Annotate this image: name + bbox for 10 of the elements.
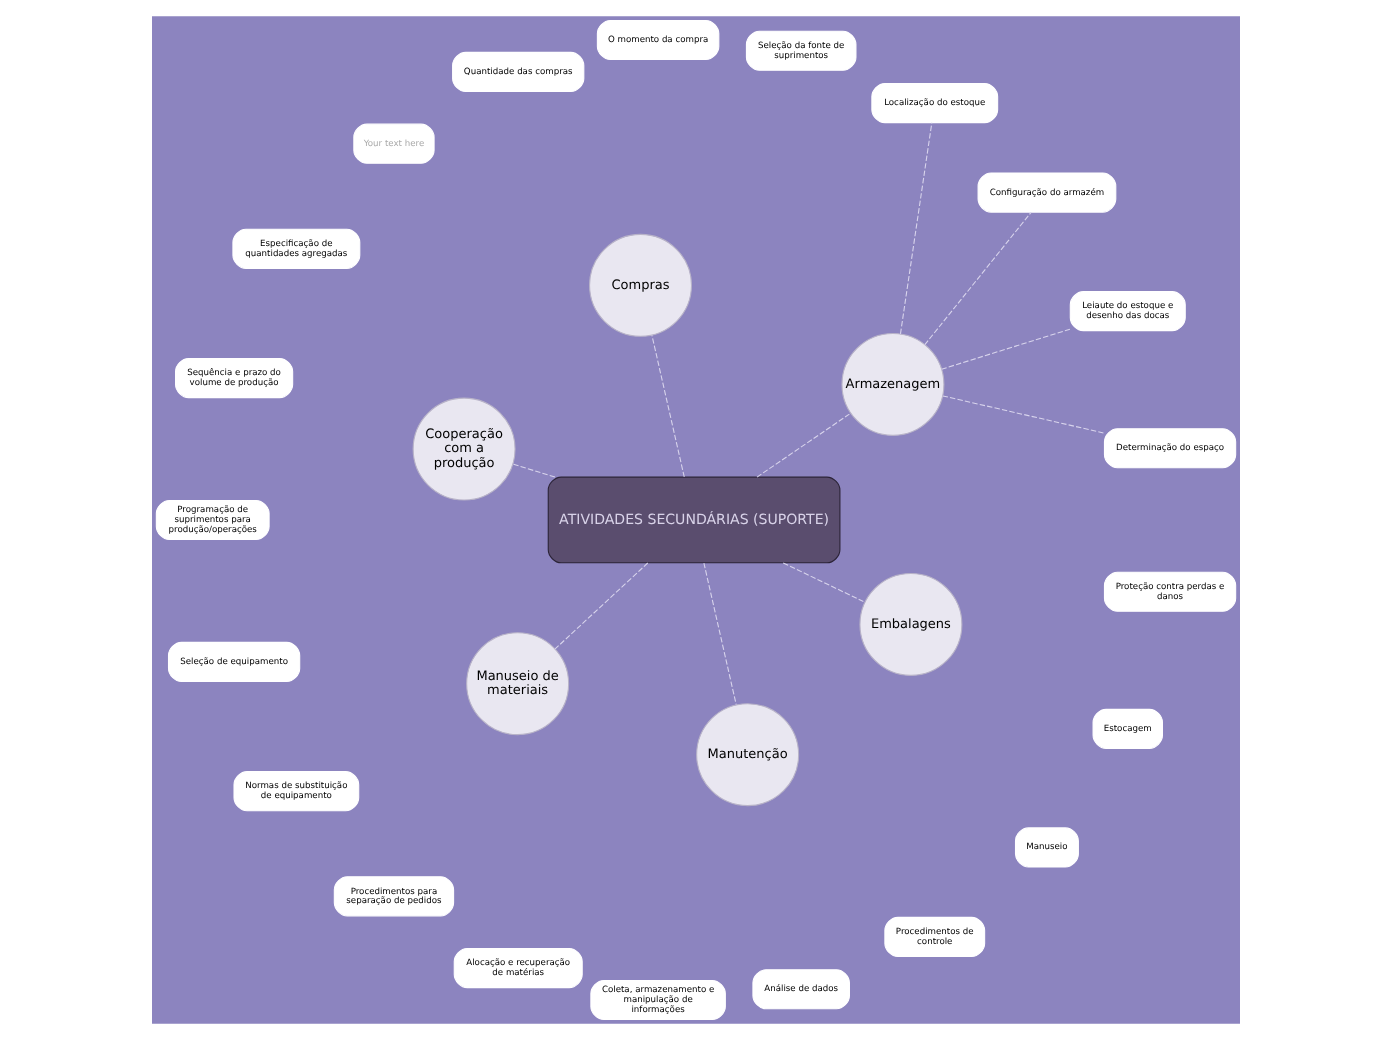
connector xyxy=(924,211,1032,346)
connector xyxy=(554,562,649,650)
connector xyxy=(941,328,1071,370)
connector xyxy=(703,562,737,706)
connector xyxy=(756,412,852,478)
connector xyxy=(651,334,685,478)
connector xyxy=(512,463,556,478)
connector xyxy=(782,562,866,603)
connector xyxy=(899,122,933,335)
connector xyxy=(942,395,1105,434)
